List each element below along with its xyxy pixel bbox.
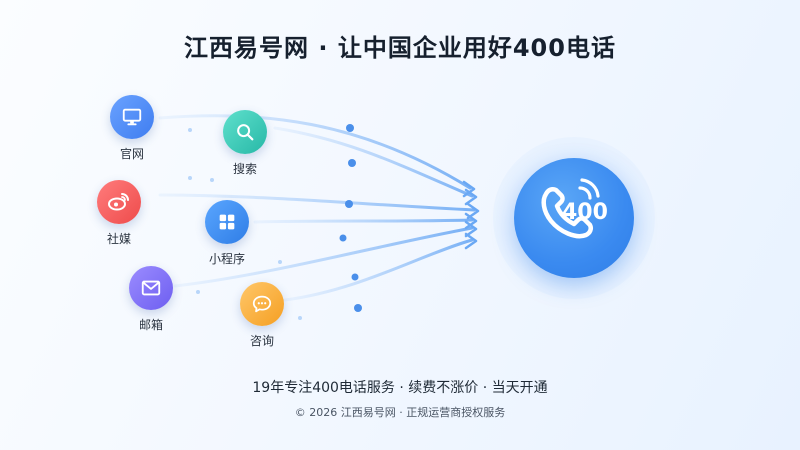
hotline-circle[interactable]: 400: [514, 158, 634, 278]
hotline-hub: 400: [493, 137, 655, 299]
flow-dot-small: [196, 290, 200, 294]
arrow-head-3: [466, 202, 480, 220]
channel-social[interactable]: 社媒: [74, 180, 164, 247]
channel-label: 官网: [119, 147, 144, 161]
channel-label: 小程序: [208, 252, 245, 266]
channel-miniprogram[interactable]: 小程序: [182, 200, 272, 267]
channel-label: 社媒: [106, 232, 131, 246]
flow-line-search: [273, 126, 474, 198]
flow-dot-small: [188, 128, 192, 132]
flow-dot-small: [278, 260, 282, 264]
channel-label: 搜索: [232, 162, 257, 176]
flow-line-email: [173, 226, 474, 288]
flow-dot: [354, 304, 362, 312]
channel-search[interactable]: 搜索: [200, 110, 290, 177]
arrow-head-6: [464, 232, 478, 250]
phone-icon: [541, 178, 600, 239]
flow-line-consult: [283, 238, 474, 302]
chat-bubble-icon: [252, 295, 272, 313]
mail-icon: [141, 280, 161, 296]
search-icon: [237, 124, 254, 141]
hotline-number: 400: [562, 200, 608, 225]
grid-icon: [219, 214, 235, 230]
footer-tagline: 19年专注400电话服务 · 续费不涨价 · 当天开通: [252, 380, 548, 396]
flow-dot-small: [298, 316, 302, 320]
weibo-icon: [108, 193, 129, 211]
flow-dot: [348, 159, 356, 167]
arrow-head-5: [464, 220, 478, 238]
page-title: 江西易号网 · 让中国企业用好400电话: [184, 34, 616, 62]
flow-line-miniprogram: [253, 218, 474, 224]
flow-dot: [346, 124, 354, 132]
arrow-head-1: [462, 180, 476, 198]
flow-dot-small: [188, 176, 192, 180]
flow-dot: [339, 234, 347, 242]
footer-copyright: © 2026 江西易号网 · 正规运营商授权服务: [294, 406, 506, 419]
channel-consult[interactable]: 咨询: [217, 282, 307, 349]
monitor-icon: [122, 108, 142, 126]
flow-line-website: [158, 114, 472, 190]
channel-email[interactable]: 邮箱: [106, 266, 196, 333]
channel-website[interactable]: 官网: [87, 95, 177, 162]
channel-label: 邮箱: [138, 318, 163, 332]
channel-label: 咨询: [249, 334, 274, 348]
flow-dot: [345, 200, 353, 208]
flow-line-social: [158, 193, 476, 212]
flow-dot-small: [210, 178, 214, 182]
arrow-head-2: [464, 188, 478, 206]
flow-dot: [351, 273, 359, 281]
